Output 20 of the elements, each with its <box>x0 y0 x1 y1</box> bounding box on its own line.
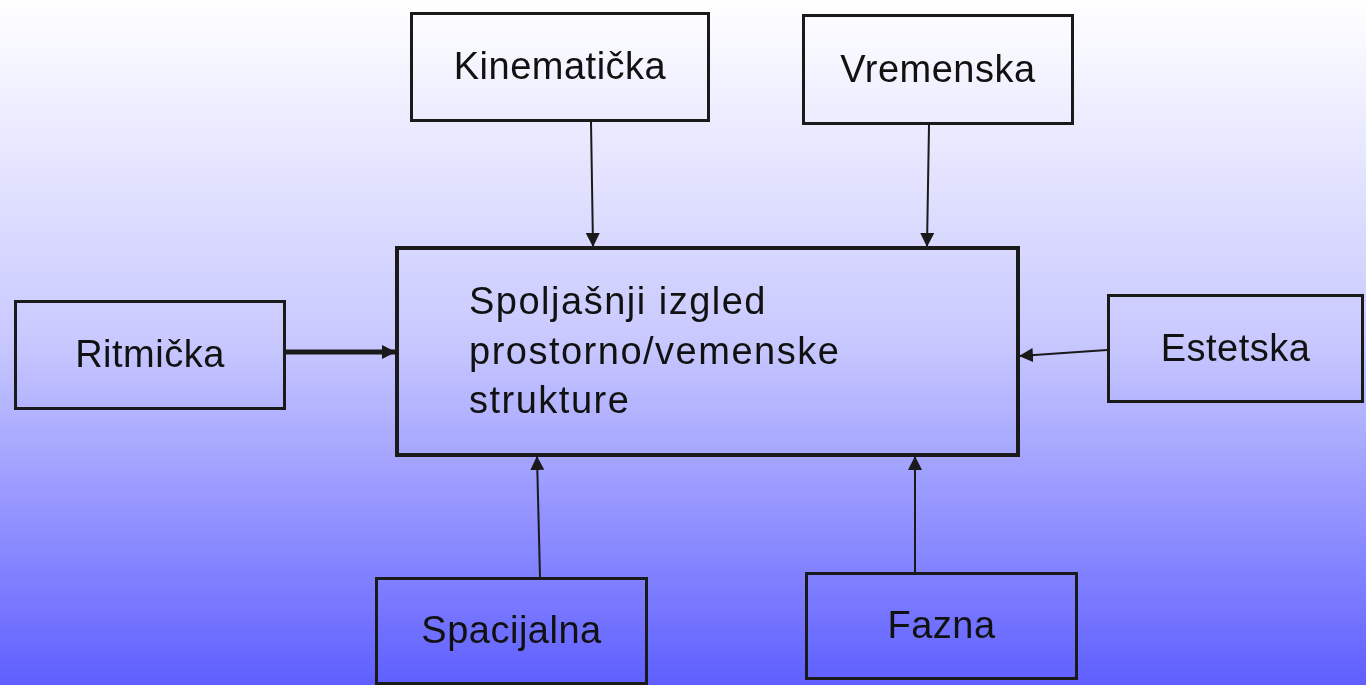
box-label: Fazna <box>887 605 996 647</box>
box-label: Ritmička <box>75 334 225 376</box>
central-box <box>395 246 1020 457</box>
category-box <box>14 300 286 410</box>
category-box <box>410 12 710 122</box>
category-box <box>805 572 1078 680</box>
category-box <box>375 577 648 685</box>
arrow <box>908 456 922 573</box>
box-label: Vremenska <box>840 48 1036 91</box>
box-label: Spacijalna <box>421 610 602 652</box>
arrow <box>1019 348 1108 363</box>
box-label: Estetska <box>1160 327 1311 370</box>
arrow <box>920 124 935 247</box>
category-box <box>1107 294 1364 403</box>
box-label: Kinematička <box>453 46 667 88</box>
category-box <box>802 14 1074 125</box>
arrow <box>585 121 600 247</box>
arrow <box>530 456 545 578</box>
box-label: Spoljašnji izgled prostorno/vemenske strukture <box>469 279 842 424</box>
arrow <box>286 345 396 359</box>
